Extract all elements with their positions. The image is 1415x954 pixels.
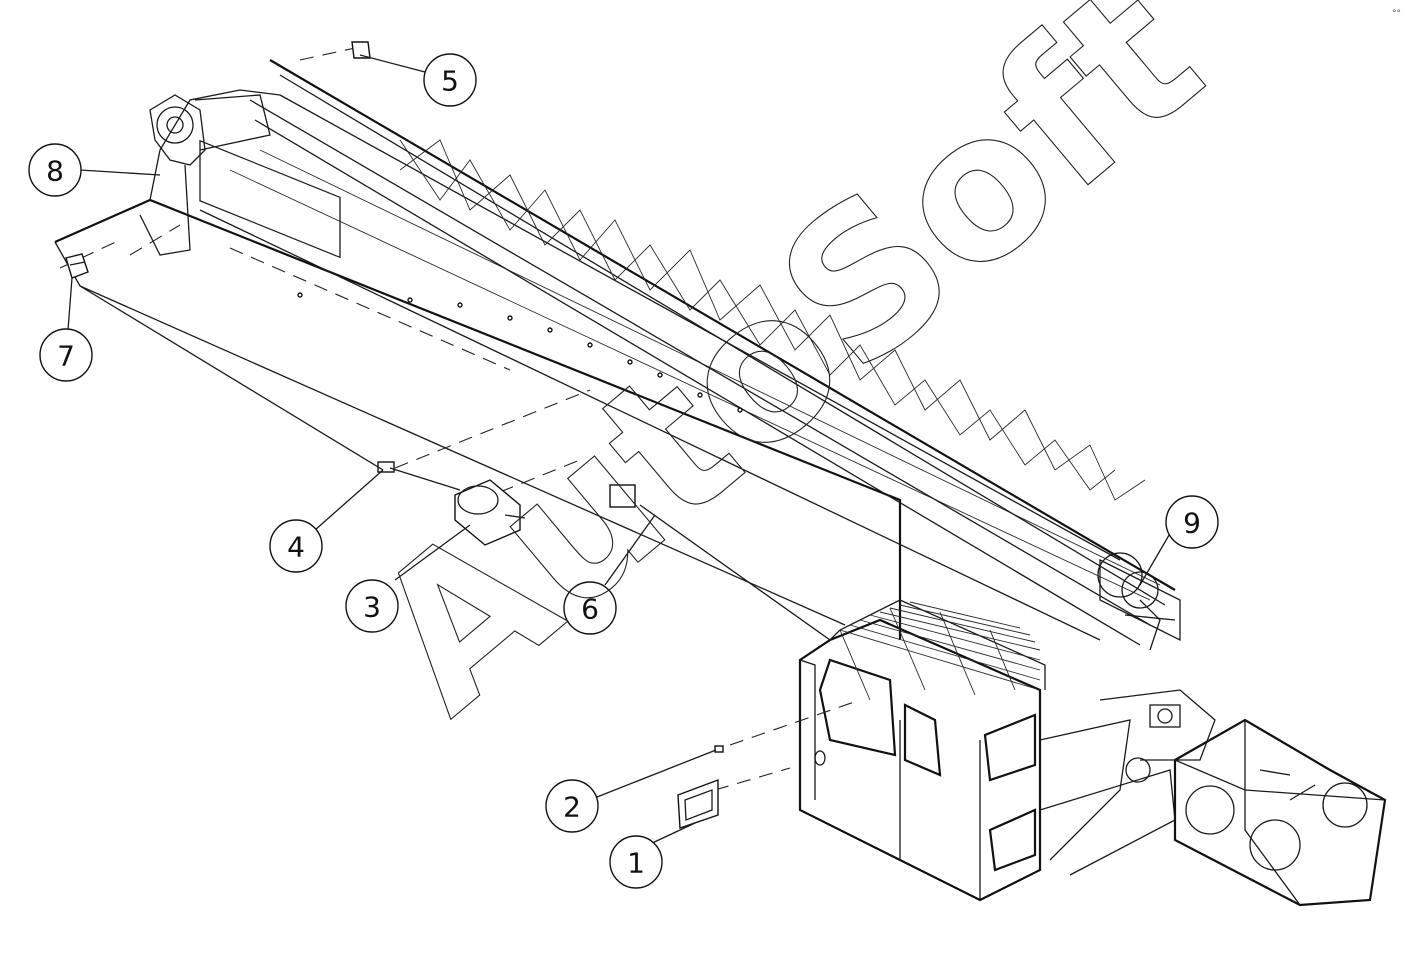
leader-lines xyxy=(67,54,1173,846)
svg-text:2: 2 xyxy=(563,791,581,824)
callout-2: 2 xyxy=(545,779,599,833)
svg-text:9: 9 xyxy=(1183,507,1201,540)
callout-1: 1 xyxy=(609,835,663,889)
svg-text:6: 6 xyxy=(581,593,599,626)
part-2-sensor-plug xyxy=(714,745,724,753)
callout-3: 3 xyxy=(345,579,399,633)
part-4-connector xyxy=(377,461,395,473)
part-6-junction-box xyxy=(609,484,636,508)
callout-6: 6 xyxy=(563,581,617,635)
part-7-bracket xyxy=(65,253,89,279)
cab-roof-grille xyxy=(839,601,1041,701)
svg-text:8: 8 xyxy=(46,155,64,188)
part-3-cable-reel xyxy=(454,479,526,546)
callout-8: 8 xyxy=(28,143,82,197)
svg-text:1: 1 xyxy=(627,847,645,880)
callout-5: 5 xyxy=(423,53,477,107)
boom-head xyxy=(139,94,341,259)
svg-text:3: 3 xyxy=(363,591,381,624)
svg-text:4: 4 xyxy=(287,531,305,564)
callout-9: 9 xyxy=(1165,495,1219,549)
corner-mark: °° xyxy=(1392,9,1401,19)
boom-holes xyxy=(297,292,743,413)
watermark-text: AutoSoft xyxy=(331,0,1242,757)
callout-4: 4 xyxy=(269,519,323,573)
cab-assembly xyxy=(798,599,1387,907)
part-1-display-unit xyxy=(677,778,719,829)
part-9-sheave-sensor xyxy=(1121,571,1176,621)
callout-7: 7 xyxy=(39,328,93,382)
svg-text:7: 7 xyxy=(57,340,75,373)
lattice-truss xyxy=(399,139,1146,501)
svg-text:5: 5 xyxy=(441,65,459,98)
boom-assembly xyxy=(54,59,1181,651)
